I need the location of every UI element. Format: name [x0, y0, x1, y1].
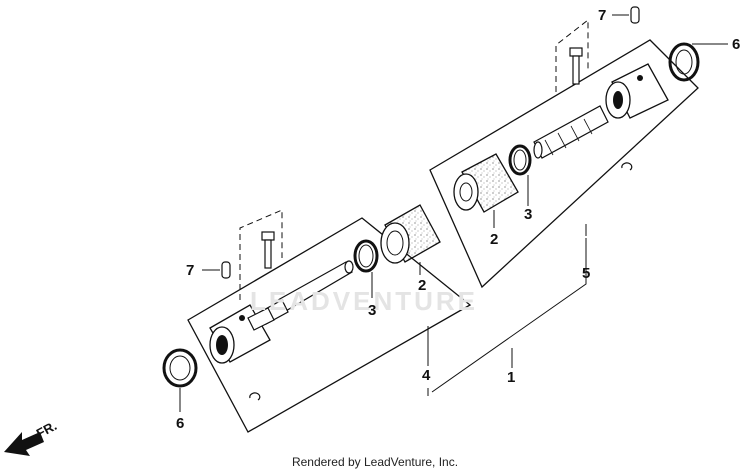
- right-clamp: [668, 42, 700, 82]
- callout-6-left: 6: [176, 415, 185, 432]
- callout-3-right: 3: [524, 206, 533, 223]
- front-arrow-icon: [4, 432, 44, 456]
- callout-7-right: 7: [598, 7, 607, 24]
- left-bolt-dash-box: [239, 209, 283, 300]
- right-splined-shaft: [533, 105, 609, 159]
- left-universal-joint: [209, 304, 275, 364]
- right-boot: [453, 153, 519, 213]
- pin-left: [202, 261, 231, 279]
- bolt-right: [569, 47, 583, 85]
- right-o-ring: [508, 144, 532, 176]
- left-o-ring: [353, 239, 379, 273]
- right-assembly-outline: [429, 39, 699, 289]
- callout-6-right: 6: [732, 36, 741, 53]
- left-retaining-clip: [249, 392, 261, 401]
- callout-1: 1: [507, 369, 516, 386]
- right-universal-joint: [605, 63, 669, 119]
- left-clamp: [162, 348, 198, 388]
- callout-5: 5: [582, 265, 591, 282]
- callout-7-left: 7: [186, 262, 195, 279]
- right-bolt-dash-box: [555, 18, 589, 92]
- bolt-left: [261, 231, 275, 269]
- callout-3-left: 3: [368, 302, 377, 319]
- leader-lines: [179, 43, 728, 412]
- pin-right: [612, 6, 640, 24]
- callout-2-right: 2: [490, 231, 499, 248]
- right-retaining-clip: [621, 162, 633, 171]
- render-credit: Rendered by LeadVenture, Inc.: [291, 455, 459, 469]
- callout-2-left: 2: [418, 277, 427, 294]
- left-assembly-outline: [187, 217, 472, 433]
- watermark: LEADVENTURE: [250, 286, 479, 316]
- callout-4: 4: [422, 367, 431, 384]
- left-boot: [380, 204, 441, 264]
